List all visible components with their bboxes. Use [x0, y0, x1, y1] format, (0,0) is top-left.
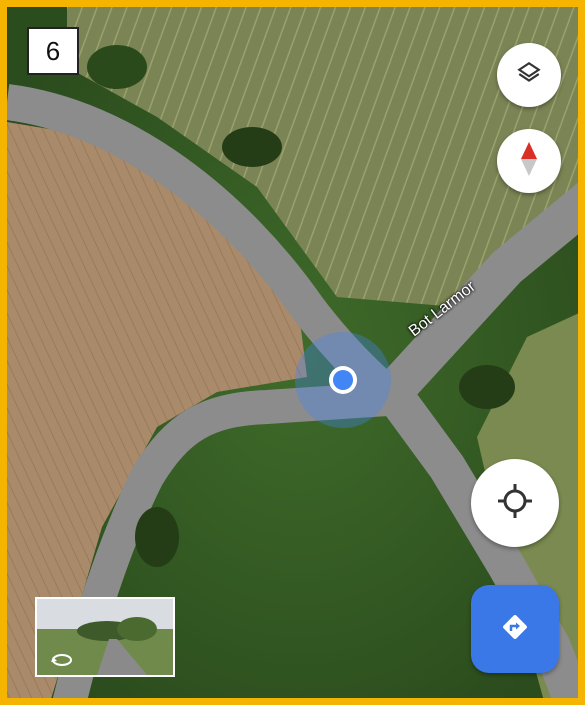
compass-button[interactable]: [497, 129, 561, 193]
layers-icon: [516, 60, 542, 91]
tree-cluster: [135, 507, 179, 567]
tree-cluster: [222, 127, 282, 167]
satellite-map[interactable]: [7, 7, 585, 705]
road-bot-larmor: [382, 182, 578, 401]
crop-field-north: [67, 7, 578, 307]
rotate-360-icon: [51, 653, 73, 672]
ploughed-field-west: [7, 122, 307, 698]
road-southeast: [376, 380, 578, 698]
street-view-thumbnail[interactable]: [35, 597, 175, 677]
compass-icon: [518, 141, 540, 181]
directions-icon: [500, 612, 530, 647]
layers-button[interactable]: [497, 43, 561, 107]
tree-cluster: [459, 365, 515, 409]
street-view-image: [37, 599, 173, 675]
step-badge: 6: [27, 27, 79, 75]
my-location-button[interactable]: [471, 459, 559, 547]
crosshair-icon: [498, 483, 532, 523]
tree-cluster: [87, 45, 147, 89]
directions-button[interactable]: [471, 585, 559, 673]
current-location-dot[interactable]: [333, 370, 353, 390]
road-northwest: [7, 84, 409, 416]
